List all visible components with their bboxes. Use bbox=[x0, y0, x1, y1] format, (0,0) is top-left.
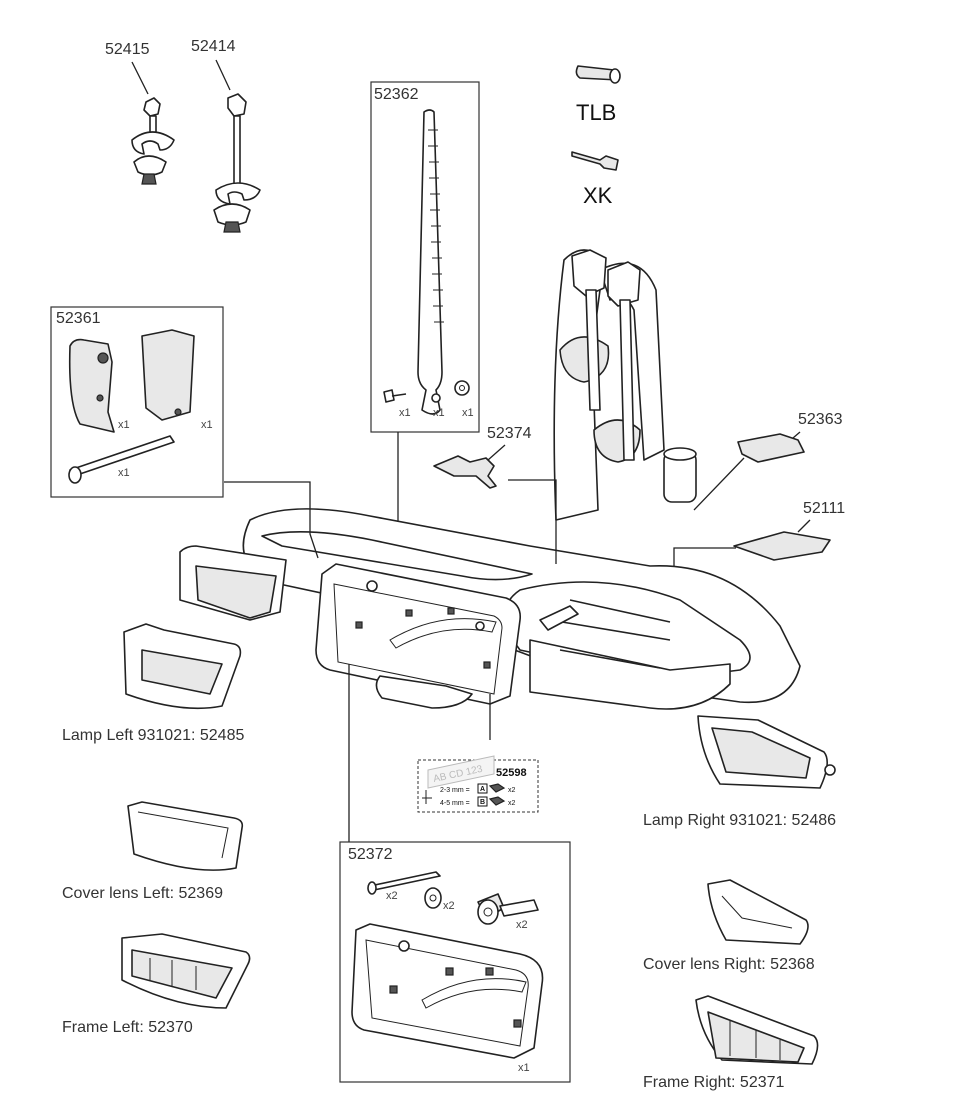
lock-cylinder-and-key: TLB XK bbox=[571, 65, 621, 208]
latch-icon bbox=[433, 455, 497, 489]
box-52372-plate-frame-kit: 52372 x2 x2 x2 x1 bbox=[339, 841, 571, 1083]
qty-washer: x1 bbox=[462, 407, 474, 419]
qty-strap: x1 bbox=[433, 407, 445, 419]
leader-52374 bbox=[508, 479, 557, 564]
part-52415-bike-holder-short: 52415 bbox=[105, 41, 175, 185]
box-52362-strap: 52362 x1 x1 x1 bbox=[370, 81, 480, 433]
plate-washer-icon bbox=[424, 887, 442, 909]
part-52363-handle: 52363 bbox=[693, 411, 843, 511]
qty-bolt: x1 bbox=[118, 467, 130, 479]
clamp-right-icon bbox=[141, 329, 195, 421]
clamp-left-icon bbox=[68, 338, 115, 433]
part-number-52361: 52361 bbox=[56, 310, 101, 327]
spacer-a-icon bbox=[488, 783, 506, 793]
qty-clamp-right: x1 bbox=[201, 419, 213, 431]
part-number-52111: 52111 bbox=[803, 500, 845, 517]
frame-right-label: Frame Right: 52371 bbox=[643, 1074, 785, 1091]
qty-clamp-left: x1 bbox=[118, 419, 130, 431]
plate-line2-qty: x2 bbox=[508, 800, 516, 807]
cover-lens-right: Cover lens Right: 52368 bbox=[643, 879, 815, 973]
plate-screw-icon bbox=[369, 871, 441, 891]
handle-icon bbox=[737, 433, 805, 463]
plate-line2-mm: 4-5 mm = bbox=[440, 800, 470, 807]
part-52414-bike-holder-long: 52414 bbox=[191, 38, 261, 233]
part-number-52363: 52363 bbox=[798, 411, 843, 428]
part-number-52415: 52415 bbox=[105, 41, 150, 58]
part-52111-connector: 52111 bbox=[673, 500, 845, 572]
frame-left: Frame Left: 52370 bbox=[62, 933, 251, 1036]
key-icon bbox=[571, 151, 619, 171]
plate-frame-icon bbox=[351, 923, 544, 1059]
cover-lens-left-label: Cover lens Left: 52369 bbox=[62, 885, 223, 902]
part-number-52372: 52372 bbox=[348, 846, 393, 863]
plate-line1-code: A bbox=[480, 786, 485, 793]
plate-line1-qty: x2 bbox=[508, 787, 516, 794]
part-number-52362: 52362 bbox=[374, 86, 419, 103]
spacer-b-icon bbox=[488, 796, 506, 806]
cover-lens-right-label: Cover lens Right: 52368 bbox=[643, 956, 815, 973]
plate-line1-mm: 2-3 mm = bbox=[440, 787, 470, 794]
connector-icon bbox=[733, 531, 831, 561]
part-number-52374: 52374 bbox=[487, 425, 532, 442]
qty-screw: x1 bbox=[399, 407, 411, 419]
frame-right: Frame Right: 52371 bbox=[643, 995, 819, 1091]
plate-line2-code: B bbox=[480, 799, 485, 806]
leader-52361 bbox=[224, 481, 319, 559]
qty-spacer: x2 bbox=[516, 919, 528, 931]
lamp-left-label: Lamp Left 931021: 52485 bbox=[62, 727, 244, 744]
qty-plate-washer: x2 bbox=[443, 900, 455, 912]
qty-plate-frame: x1 bbox=[518, 1062, 530, 1074]
box-52361-clamp-kit: 52361 x1 x1 x1 bbox=[50, 306, 224, 498]
cover-lens-left: Cover lens Left: 52369 bbox=[62, 801, 244, 902]
lamp-right: Lamp Right 931021: 52486 bbox=[643, 715, 836, 829]
strap-icon bbox=[417, 109, 443, 415]
part-number-52598: 52598 bbox=[496, 767, 527, 779]
part-52374-latch: 52374 bbox=[433, 425, 532, 489]
bike-carrier-assembly bbox=[179, 249, 801, 710]
frame-left-label: Frame Left: 52370 bbox=[62, 1019, 193, 1036]
lamp-left: Lamp Left 931021: 52485 bbox=[62, 623, 244, 744]
qty-plate-screw: x2 bbox=[386, 890, 398, 902]
part-number-52414: 52414 bbox=[191, 38, 236, 55]
lamp-right-label: Lamp Right 931021: 52486 bbox=[643, 812, 836, 829]
number-plate-kit-52598: AB CD 123 52598 2-3 mm = A x2 4-5 mm = B… bbox=[417, 755, 539, 813]
part-code-tlb: TLB bbox=[576, 100, 616, 125]
part-code-xk: XK bbox=[583, 183, 613, 208]
